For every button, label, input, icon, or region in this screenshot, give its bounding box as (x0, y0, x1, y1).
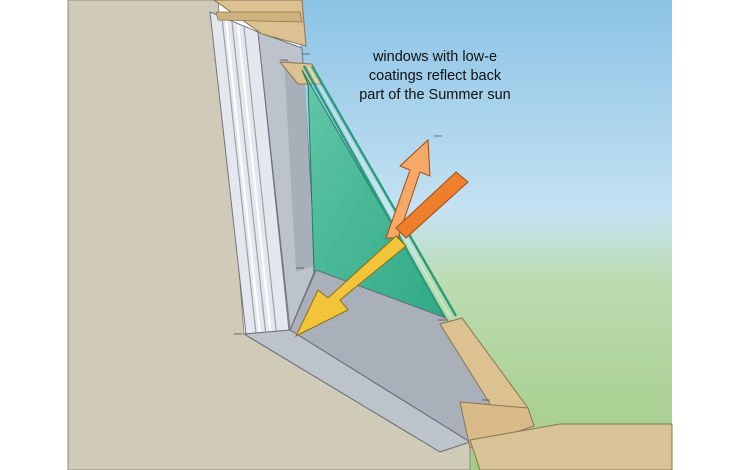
frame-track (243, 26, 278, 339)
caption-line-1: windows with low-e (372, 49, 498, 65)
inner-jamb-shade (284, 60, 314, 272)
head-wood-top (215, 11, 303, 23)
frame-track (221, 17, 257, 335)
glass-edge (307, 65, 452, 319)
diagram-caption: windows with low-e coatings reflect back… (330, 48, 540, 105)
caption-line-3: part of the Summer sun (359, 87, 511, 103)
glass-edge (310, 65, 458, 317)
head-wood (213, 0, 307, 47)
frame-track (231, 21, 267, 337)
glass-edge (302, 65, 448, 321)
exterior-sill-wood (459, 401, 535, 449)
frame-track (237, 24, 272, 338)
transmitted-sun-arrow (294, 235, 407, 338)
frame-track (225, 19, 261, 335)
caption-line-2: coatings reflect back (368, 68, 502, 84)
incoming-sun-arrow (395, 171, 469, 239)
drafting-ticks (234, 53, 490, 401)
exterior-ledge (469, 423, 673, 470)
